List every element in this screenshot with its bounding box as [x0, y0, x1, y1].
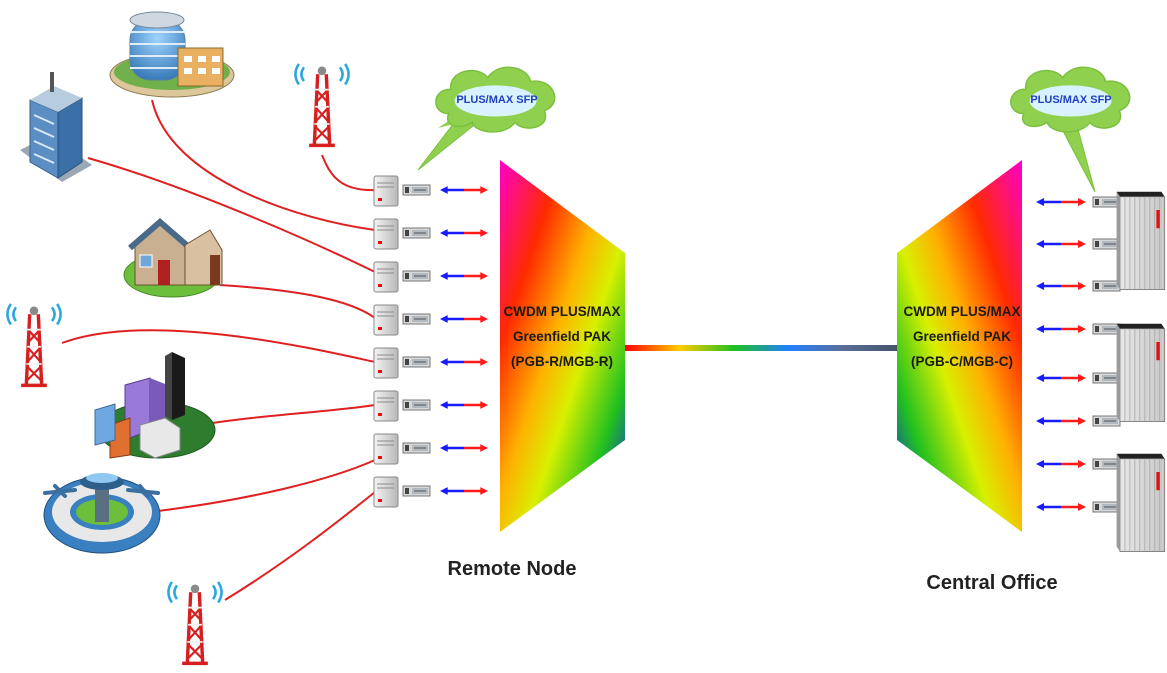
central-chassis: [1116, 191, 1166, 553]
mux-remote: CWDM PLUS/MAX Greenfield PAK (PGB-R/MGB-…: [500, 160, 625, 532]
central-sfp-modules: [1092, 196, 1121, 513]
mux-remote-line3: (PGB-R/MGB-R): [511, 354, 613, 369]
chassis-icon: [1116, 453, 1166, 553]
sfp-module-icon: [1092, 196, 1121, 208]
fiber-house: [219, 284, 376, 319]
mux-central-line3: (PGB-C/MGB-C): [911, 354, 1013, 369]
bidirectional-arrow-icon: [1034, 324, 1088, 334]
server-icon: [373, 433, 399, 465]
bidirectional-arrow-icon: [440, 185, 488, 195]
cloud-central: PLUS/MAX SFP: [1010, 66, 1131, 193]
sfp-module-icon: [1092, 415, 1121, 427]
mux-central-line2: Greenfield PAK: [913, 329, 1011, 344]
bidirectional-arrow-icon: [1034, 239, 1088, 249]
server-icon: [373, 476, 399, 508]
bidirectional-arrow-icon: [1034, 502, 1088, 512]
server-icon: [373, 261, 399, 293]
city-icon: [94, 352, 216, 459]
mux-central: CWDM PLUS/MAX Greenfield PAK (PGB-C/MGB-…: [897, 160, 1022, 532]
mux-remote-trapezoid: [500, 160, 625, 532]
mux-central-trapezoid: [897, 160, 1022, 532]
sfp-module-icon: [402, 356, 431, 368]
office-tower-icon: [20, 72, 92, 182]
bidirectional-arrow-icon: [1034, 459, 1088, 469]
fiber-campus: [151, 99, 376, 231]
server-icon: [373, 390, 399, 422]
bidirectional-arrow-icon: [1034, 281, 1088, 291]
cell-tower-icon: [5, 302, 63, 388]
server-icon: [373, 347, 399, 379]
remote-arrows: [440, 185, 488, 496]
fiber-tower-top: [321, 154, 379, 192]
bidirectional-arrow-icon: [1034, 373, 1088, 383]
central-arrows: [1034, 197, 1088, 512]
sfp-module-icon: [1092, 372, 1121, 384]
bidirectional-arrow-icon: [440, 357, 488, 367]
caption-central-office: Central Office: [926, 572, 1057, 594]
server-icon: [373, 218, 399, 250]
airport-icon: [43, 473, 161, 554]
sfp-module-icon: [402, 270, 431, 282]
bidirectional-arrow-icon: [1034, 197, 1088, 207]
sfp-module-icon: [1092, 458, 1121, 470]
bidirectional-arrow-icon: [440, 486, 488, 496]
fiber-city: [199, 404, 376, 426]
bidirectional-arrow-icon: [440, 314, 488, 324]
chassis-icon: [1116, 191, 1166, 291]
cloud-central-label: PLUS/MAX SFP: [1030, 94, 1111, 106]
cell-tower-icon: [293, 62, 351, 148]
sfp-module-icon: [402, 399, 431, 411]
server-icon: [373, 175, 399, 207]
sfp-module-icon: [402, 313, 431, 325]
cloud-remote: PLUS/MAX SFP: [417, 66, 556, 171]
caption-remote-node: Remote Node: [448, 558, 577, 580]
sfp-module-icon: [1092, 323, 1121, 335]
cell-tower-icon: [166, 580, 224, 666]
fiber-tower-left: [61, 329, 376, 363]
chassis-icon: [1116, 323, 1166, 423]
remote-sfp-modules: [402, 184, 431, 497]
remote-servers: [373, 175, 399, 508]
fiber-airport: [149, 459, 376, 513]
sfp-module-icon: [1092, 238, 1121, 250]
sfp-module-icon: [1092, 501, 1121, 513]
sfp-module-icon: [402, 184, 431, 196]
mux-remote-line1: CWDM PLUS/MAX: [504, 304, 621, 319]
fiber-office: [87, 157, 376, 273]
mux-remote-line2: Greenfield PAK: [513, 329, 611, 344]
mux-central-line1: CWDM PLUS/MAX: [904, 304, 1021, 319]
fiber-tower-bottom: [224, 491, 376, 601]
house-icon: [123, 218, 223, 298]
fiber-drop-cables: [61, 99, 379, 601]
bidirectional-arrow-icon: [1034, 416, 1088, 426]
cloud-remote-label: PLUS/MAX SFP: [456, 94, 537, 106]
sfp-module-icon: [402, 442, 431, 454]
server-icon: [373, 304, 399, 336]
bidirectional-arrow-icon: [440, 400, 488, 410]
bidirectional-arrow-icon: [440, 443, 488, 453]
sfp-module-icon: [402, 227, 431, 239]
sfp-module-icon: [402, 485, 431, 497]
bidirectional-arrow-icon: [440, 271, 488, 281]
sfp-module-icon: [1092, 280, 1121, 292]
bidirectional-arrow-icon: [440, 228, 488, 238]
campus-building-icon: [109, 11, 235, 98]
trunk-fiber: [625, 345, 897, 351]
